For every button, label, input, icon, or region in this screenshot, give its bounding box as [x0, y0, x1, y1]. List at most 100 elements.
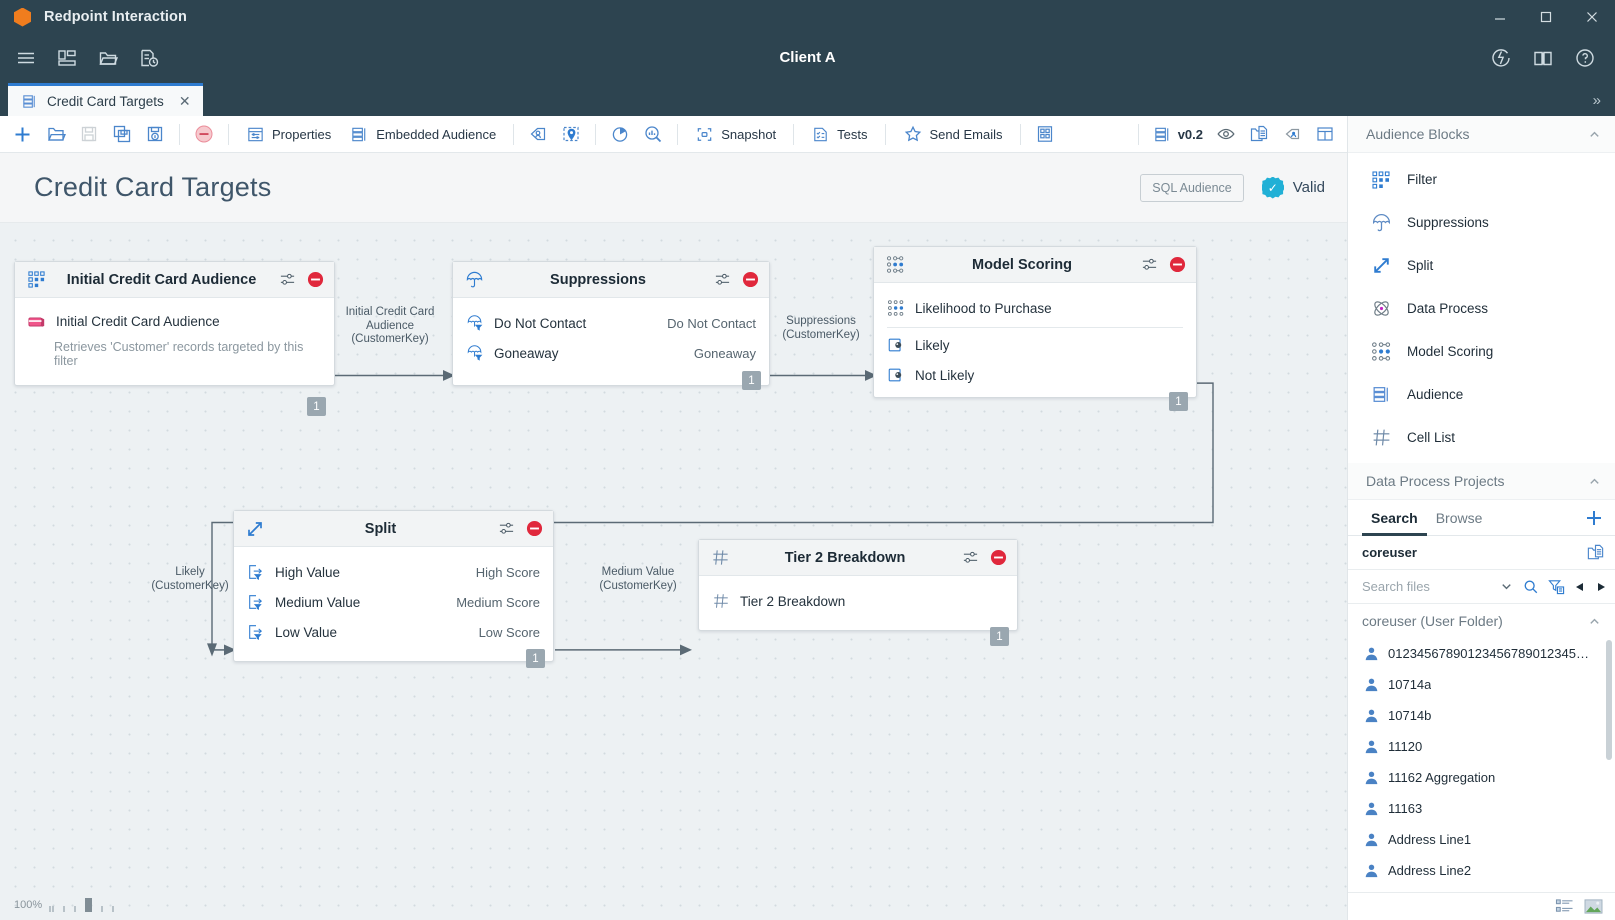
- sliders-icon[interactable]: [277, 270, 297, 290]
- sliders-icon[interactable]: [960, 548, 980, 568]
- node-header[interactable]: Suppressions: [453, 262, 769, 298]
- chevron-up-icon[interactable]: [1588, 615, 1601, 628]
- sliders-icon[interactable]: [712, 270, 732, 290]
- maximize-icon[interactable]: [1523, 0, 1569, 34]
- tag-user-icon[interactable]: [1276, 119, 1308, 149]
- node-initial-credit-card-audience[interactable]: Initial Credit Card Audience: [14, 261, 335, 416]
- add-button[interactable]: [6, 119, 39, 149]
- search-icon[interactable]: [1523, 579, 1539, 595]
- save-info-button[interactable]: [139, 119, 171, 149]
- node-row[interactable]: Tier 2 Breakdown: [712, 586, 1004, 616]
- marker-select-button[interactable]: [555, 119, 587, 149]
- search-input[interactable]: [1362, 579, 1458, 594]
- tab-search[interactable]: Search: [1362, 500, 1427, 536]
- node-row[interactable]: Low Value Low Score: [247, 617, 540, 647]
- copy-folder-icon[interactable]: [1243, 119, 1275, 149]
- node-row[interactable]: Not Likely: [887, 360, 1183, 390]
- file-list-scrollbar[interactable]: [1606, 640, 1612, 760]
- sidebar-item-audience[interactable]: Audience: [1348, 373, 1615, 416]
- tag-user-button[interactable]: [522, 119, 554, 149]
- tabstrip-overflow-icon[interactable]: »: [1592, 92, 1601, 109]
- grid-panel-button[interactable]: [1029, 119, 1061, 149]
- embedded-audience-button[interactable]: Embedded Audience: [341, 119, 505, 149]
- node-header[interactable]: Model Scoring: [874, 247, 1196, 283]
- zoom-control[interactable]: 100%: [14, 898, 115, 912]
- chevron-up-icon[interactable]: [1588, 475, 1601, 488]
- remove-circle-icon[interactable]: [305, 270, 325, 290]
- remove-circle-icon[interactable]: [524, 519, 544, 539]
- node-row[interactable]: Medium Value Medium Score: [247, 587, 540, 617]
- list-item[interactable]: 11162 Aggregation: [1348, 762, 1615, 793]
- tests-button[interactable]: Tests: [802, 119, 876, 149]
- save-copy-button[interactable]: [106, 119, 138, 149]
- tab-close-icon[interactable]: ✕: [178, 93, 191, 109]
- list-item[interactable]: 10714b: [1348, 700, 1615, 731]
- sidebar-item-split[interactable]: Split: [1348, 244, 1615, 287]
- document-clock-icon[interactable]: [131, 40, 167, 76]
- tab-credit-card-targets[interactable]: Credit Card Targets ✕: [8, 83, 203, 116]
- open-button[interactable]: [40, 119, 72, 149]
- pie-chart-button[interactable]: [604, 119, 636, 149]
- workflow-canvas[interactable]: Initial Credit Card Audience (CustomerKe…: [0, 223, 1347, 920]
- plus-icon[interactable]: [1583, 507, 1605, 529]
- node-row[interactable]: Likelihood to Purchase: [887, 293, 1183, 323]
- data-process-projects-header[interactable]: Data Process Projects: [1348, 463, 1615, 500]
- dashboard-layout-icon[interactable]: [49, 40, 85, 76]
- remove-circle-icon[interactable]: [988, 548, 1008, 568]
- list-item[interactable]: Address Line2: [1348, 855, 1615, 886]
- folder-open-icon[interactable]: [90, 40, 126, 76]
- book-icon[interactable]: [1525, 40, 1561, 76]
- filter-doc-icon[interactable]: [1548, 578, 1565, 595]
- list-item[interactable]: 11163: [1348, 793, 1615, 824]
- remove-circle-icon[interactable]: [1167, 255, 1187, 275]
- zoom-slider-handle[interactable]: [85, 898, 93, 912]
- sidebar-item-suppressions[interactable]: Suppressions: [1348, 201, 1615, 244]
- chevron-up-icon[interactable]: [1588, 128, 1601, 141]
- thumbnail-view-icon[interactable]: [1584, 898, 1603, 915]
- prev-triangle-icon[interactable]: [1574, 581, 1586, 593]
- node-row[interactable]: Do Not Contact Do Not Contact: [466, 308, 756, 338]
- zoom-slider[interactable]: [49, 898, 115, 912]
- next-triangle-icon[interactable]: [1595, 581, 1607, 593]
- file-list[interactable]: 0123456789012345678901234567890123456789…: [1348, 638, 1615, 892]
- sliders-icon[interactable]: [496, 519, 516, 539]
- activity-pulse-icon[interactable]: [1483, 40, 1519, 76]
- copy-folder-icon[interactable]: [1586, 543, 1605, 562]
- hamburger-menu-icon[interactable]: [8, 40, 44, 76]
- list-item[interactable]: 11120: [1348, 731, 1615, 762]
- remove-circle-icon[interactable]: [740, 270, 760, 290]
- list-item[interactable]: 0123456789012345678901234567890123456789…: [1348, 638, 1615, 669]
- tab-browse[interactable]: Browse: [1435, 509, 1483, 526]
- eye-icon[interactable]: [1210, 119, 1242, 149]
- help-circle-icon[interactable]: [1567, 40, 1603, 76]
- chevron-down-icon[interactable]: [1499, 579, 1514, 594]
- node-row[interactable]: High Value High Score: [247, 557, 540, 587]
- version-indicator[interactable]: v0.2: [1147, 119, 1209, 149]
- node-row[interactable]: Initial Credit Card Audience: [28, 308, 321, 335]
- node-header[interactable]: Tier 2 Breakdown: [699, 540, 1017, 576]
- node-suppressions[interactable]: Suppressions Do Not Co: [452, 261, 770, 390]
- node-model-scoring[interactable]: Model Scoring Likeliho: [873, 246, 1197, 411]
- properties-button[interactable]: Properties: [237, 119, 340, 149]
- node-header[interactable]: Split: [234, 511, 553, 547]
- audience-blocks-header[interactable]: Audience Blocks: [1348, 116, 1615, 153]
- list-item[interactable]: 10714a: [1348, 669, 1615, 700]
- folder-header[interactable]: coreuser (User Folder): [1348, 604, 1615, 638]
- node-tier-2-breakdown[interactable]: Tier 2 Breakdown Tier: [698, 539, 1018, 646]
- save-button[interactable]: [73, 119, 105, 149]
- close-icon[interactable]: [1569, 0, 1615, 34]
- node-row[interactable]: Likely: [887, 330, 1183, 360]
- node-row[interactable]: Goneaway Goneaway: [466, 338, 756, 368]
- delete-button[interactable]: [188, 119, 220, 149]
- list-detail-view-icon[interactable]: [1555, 898, 1574, 915]
- sliders-icon[interactable]: [1139, 255, 1159, 275]
- minimize-icon[interactable]: [1477, 0, 1523, 34]
- sidebar-item-model-scoring[interactable]: Model Scoring: [1348, 330, 1615, 373]
- chart-search-button[interactable]: [637, 119, 669, 149]
- node-header[interactable]: Initial Credit Card Audience: [15, 262, 334, 298]
- sidebar-item-filter[interactable]: Filter: [1348, 158, 1615, 201]
- sidebar-item-data-process[interactable]: Data Process: [1348, 287, 1615, 330]
- panel-icon[interactable]: [1309, 119, 1341, 149]
- node-split[interactable]: Split High Value: [233, 510, 554, 668]
- snapshot-button[interactable]: Snapshot: [686, 119, 785, 149]
